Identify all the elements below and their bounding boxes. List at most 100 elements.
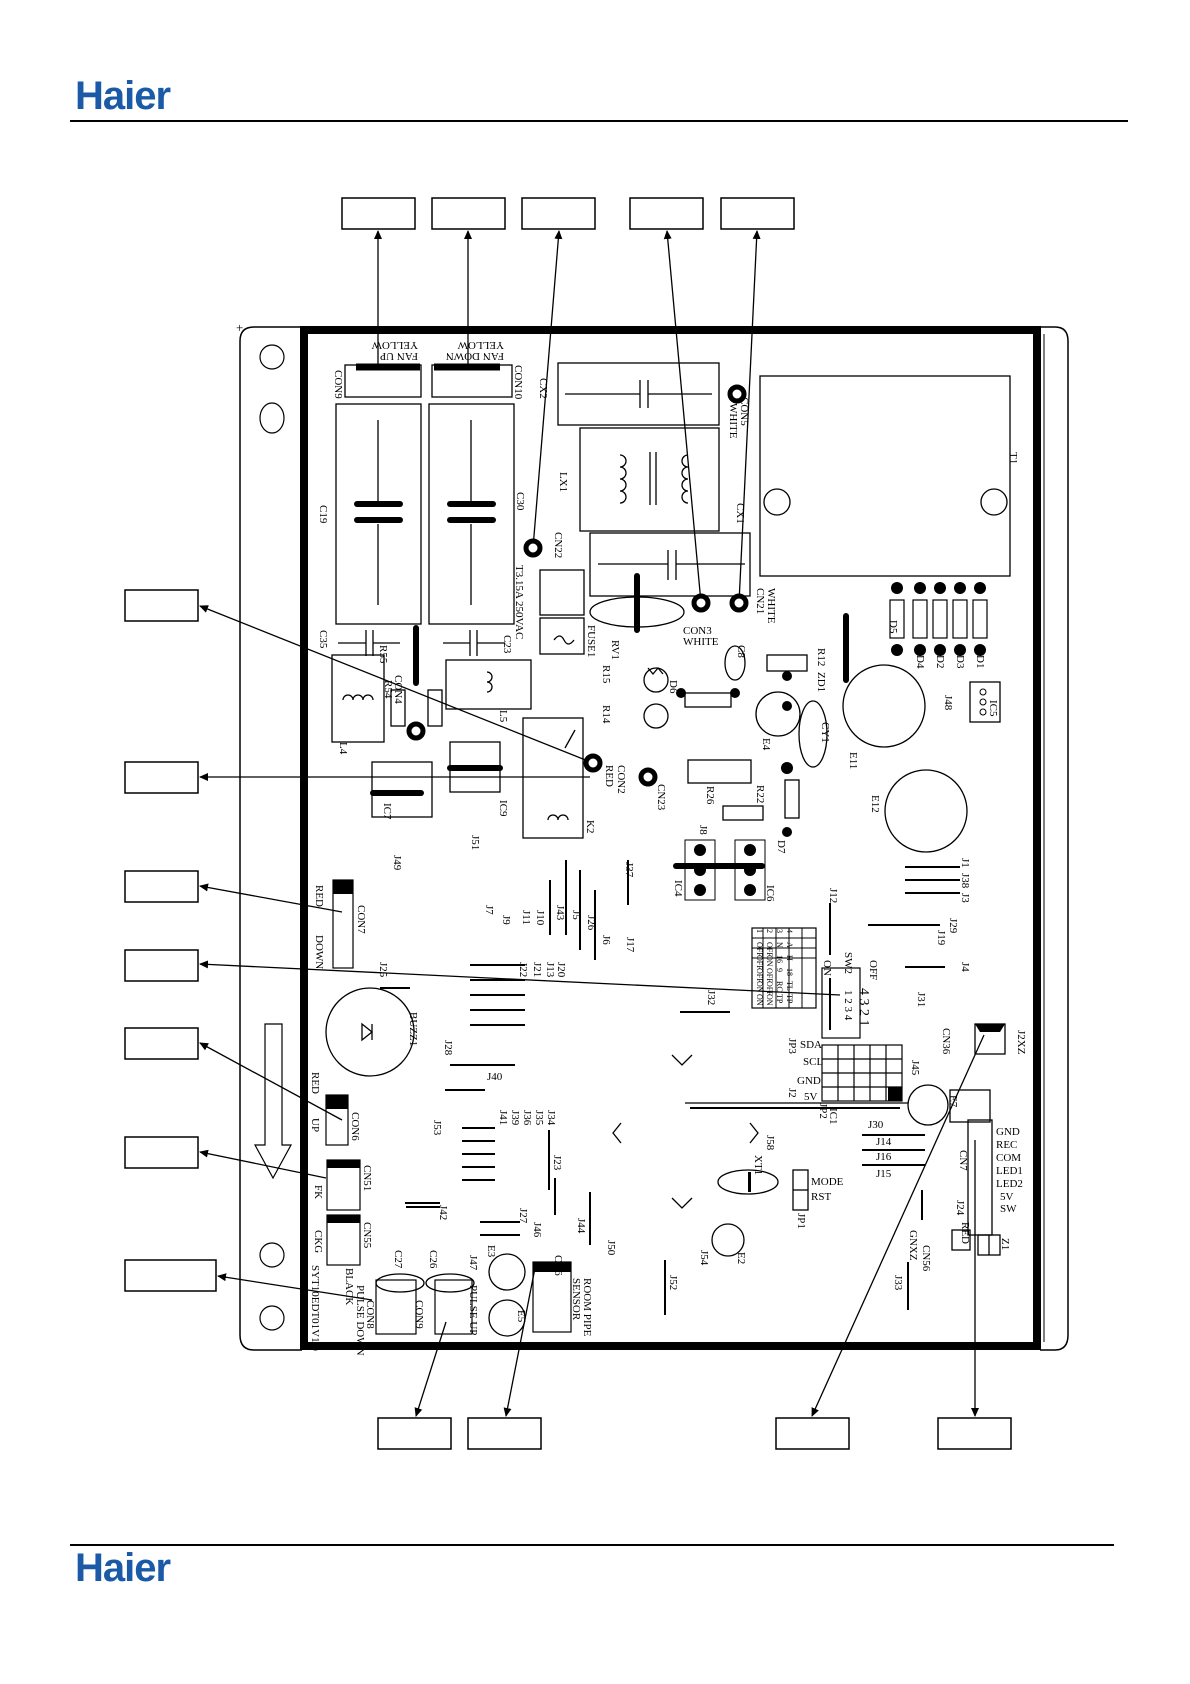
- inductor-l5: [445, 659, 532, 710]
- inductor-lx1: [579, 427, 720, 532]
- svg-text:COM: COM: [996, 1152, 1021, 1164]
- svg-text:J25: J25: [377, 962, 389, 978]
- callout-box-left-4: [124, 949, 199, 982]
- svg-text:J43: J43: [554, 905, 566, 921]
- svg-text:J28: J28: [442, 1040, 454, 1056]
- svg-text:J35: J35: [533, 1110, 545, 1126]
- electrolytic-e12: [884, 769, 968, 853]
- svg-text:C35: C35: [317, 630, 329, 649]
- svg-text:LX1: LX1: [557, 472, 569, 492]
- resistor-r26: [687, 759, 752, 784]
- svg-text:D3: D3: [954, 655, 966, 669]
- svg-text:ZD1: ZD1: [815, 672, 827, 692]
- svg-text:CX2: CX2: [537, 378, 549, 399]
- sw2-cell: TP: [775, 994, 784, 1004]
- svg-text:WHITE: WHITE: [683, 636, 719, 648]
- connector-cn6: [532, 1261, 572, 1333]
- svg-text:T3.15A 250VAC: T3.15A 250VAC: [513, 565, 525, 639]
- buzzer-buzz1: [325, 987, 415, 1077]
- sw2-cell: OFF: [765, 968, 774, 983]
- svg-text:J23: J23: [551, 1155, 563, 1171]
- svg-text:RV1: RV1: [609, 640, 621, 660]
- svg-text:J48: J48: [942, 695, 954, 711]
- svg-text:FAN UP: FAN UP: [380, 350, 418, 362]
- svg-text:CON4: CON4: [392, 675, 404, 704]
- con3-terminal: [691, 593, 711, 613]
- svg-text:4 3 2 1: 4 3 2 1: [856, 988, 871, 1027]
- footer-rule: [70, 1544, 1114, 1546]
- svg-text:WHITE: WHITE: [765, 588, 777, 624]
- svg-text:R22: R22: [754, 785, 766, 803]
- sw2-cell: 16: [775, 955, 784, 963]
- svg-text:R26: R26: [704, 786, 716, 805]
- callout-box-top-1: [341, 197, 416, 230]
- svg-text:IC5: IC5: [987, 700, 999, 717]
- svg-text:SYT10EDT01V1.0: SYT10EDT01V1.0: [309, 1265, 321, 1351]
- svg-text:CON9: CON9: [332, 370, 344, 399]
- sw2-cell: TL: [785, 981, 794, 991]
- svg-text:J40: J40: [487, 1071, 503, 1083]
- svg-text:E12: E12: [869, 795, 881, 813]
- svg-text:J20: J20: [555, 962, 567, 978]
- connector-cn7: [967, 1119, 993, 1236]
- callout-box-left-5: [124, 1027, 199, 1060]
- svg-text:J27: J27: [517, 1208, 529, 1224]
- svg-text:CN51: CN51: [361, 1165, 373, 1191]
- svg-text:RED: RED: [959, 1222, 971, 1244]
- svg-text:FAN DOWN: FAN DOWN: [446, 350, 504, 362]
- svg-text:LED1: LED1: [996, 1165, 1023, 1177]
- svg-text:CN22: CN22: [552, 532, 564, 558]
- svg-text:J36: J36: [521, 1110, 533, 1126]
- svg-text:5V: 5V: [804, 1091, 818, 1103]
- svg-text:RST: RST: [811, 1191, 831, 1203]
- svg-text:J26: J26: [585, 915, 597, 931]
- svg-text:J22: J22: [517, 962, 529, 977]
- sw2-cell: 4: [785, 929, 794, 933]
- callout-box-left-7: [124, 1259, 217, 1292]
- electrolytic-e4: [755, 691, 801, 737]
- sw2-cell: ON: [755, 981, 764, 993]
- svg-text:J46: J46: [531, 1222, 543, 1238]
- svg-text:J14: J14: [876, 1136, 892, 1148]
- sw2-cell: 9: [775, 968, 784, 972]
- sw2-cell: TP: [785, 994, 794, 1004]
- sw2-cell: H: [785, 955, 794, 961]
- sw2-cell: A: [785, 942, 794, 948]
- svg-text:CON8: CON8: [364, 1300, 376, 1329]
- svg-text:J9: J9: [500, 915, 512, 925]
- svg-text:CY1: CY1: [819, 722, 831, 743]
- svg-text:CON5: CON5: [738, 397, 750, 426]
- sw2-cell: 18: [785, 968, 794, 976]
- brand-logo-top: Haier: [75, 74, 171, 118]
- pcb-outline: +: [236, 320, 1069, 1351]
- svg-text:L4: L4: [337, 742, 349, 755]
- svg-text:SCL: SCL: [803, 1056, 823, 1068]
- svg-text:K2: K2: [584, 820, 596, 833]
- svg-text:J41: J41: [497, 1110, 509, 1125]
- svg-text:D1: D1: [974, 655, 986, 668]
- capacitor-c19: [335, 403, 422, 625]
- svg-text:J32: J32: [705, 990, 717, 1005]
- svg-text:CN21: CN21: [754, 588, 766, 614]
- svg-text:YELLOW: YELLOW: [457, 339, 504, 351]
- svg-text:J51: J51: [469, 835, 481, 850]
- svg-text:R55: R55: [377, 645, 389, 664]
- svg-text:E11: E11: [847, 752, 859, 769]
- svg-text:J7: J7: [483, 905, 495, 915]
- svg-text:J34: J34: [545, 1110, 557, 1126]
- svg-text:IC6: IC6: [764, 885, 776, 902]
- svg-text:CN55: CN55: [361, 1222, 373, 1249]
- svg-text:GNXZ: GNXZ: [907, 1230, 919, 1261]
- sw2-cell: OFF: [755, 942, 764, 957]
- svg-text:SENSOR: SENSOR: [570, 1278, 582, 1321]
- airflow-arrow: [253, 1023, 293, 1180]
- sw2-cell: 3: [775, 929, 784, 933]
- svg-text:J6: J6: [600, 935, 612, 945]
- svg-text:D2: D2: [934, 655, 946, 668]
- sw2-cell: OFF: [765, 942, 774, 957]
- svg-text:CON7: CON7: [355, 905, 367, 934]
- electrolytic-e11: [842, 664, 926, 748]
- diode-d6: [684, 692, 732, 708]
- svg-text:ROOM PIPE: ROOM PIPE: [581, 1278, 593, 1337]
- fuse1-holder: [539, 569, 585, 616]
